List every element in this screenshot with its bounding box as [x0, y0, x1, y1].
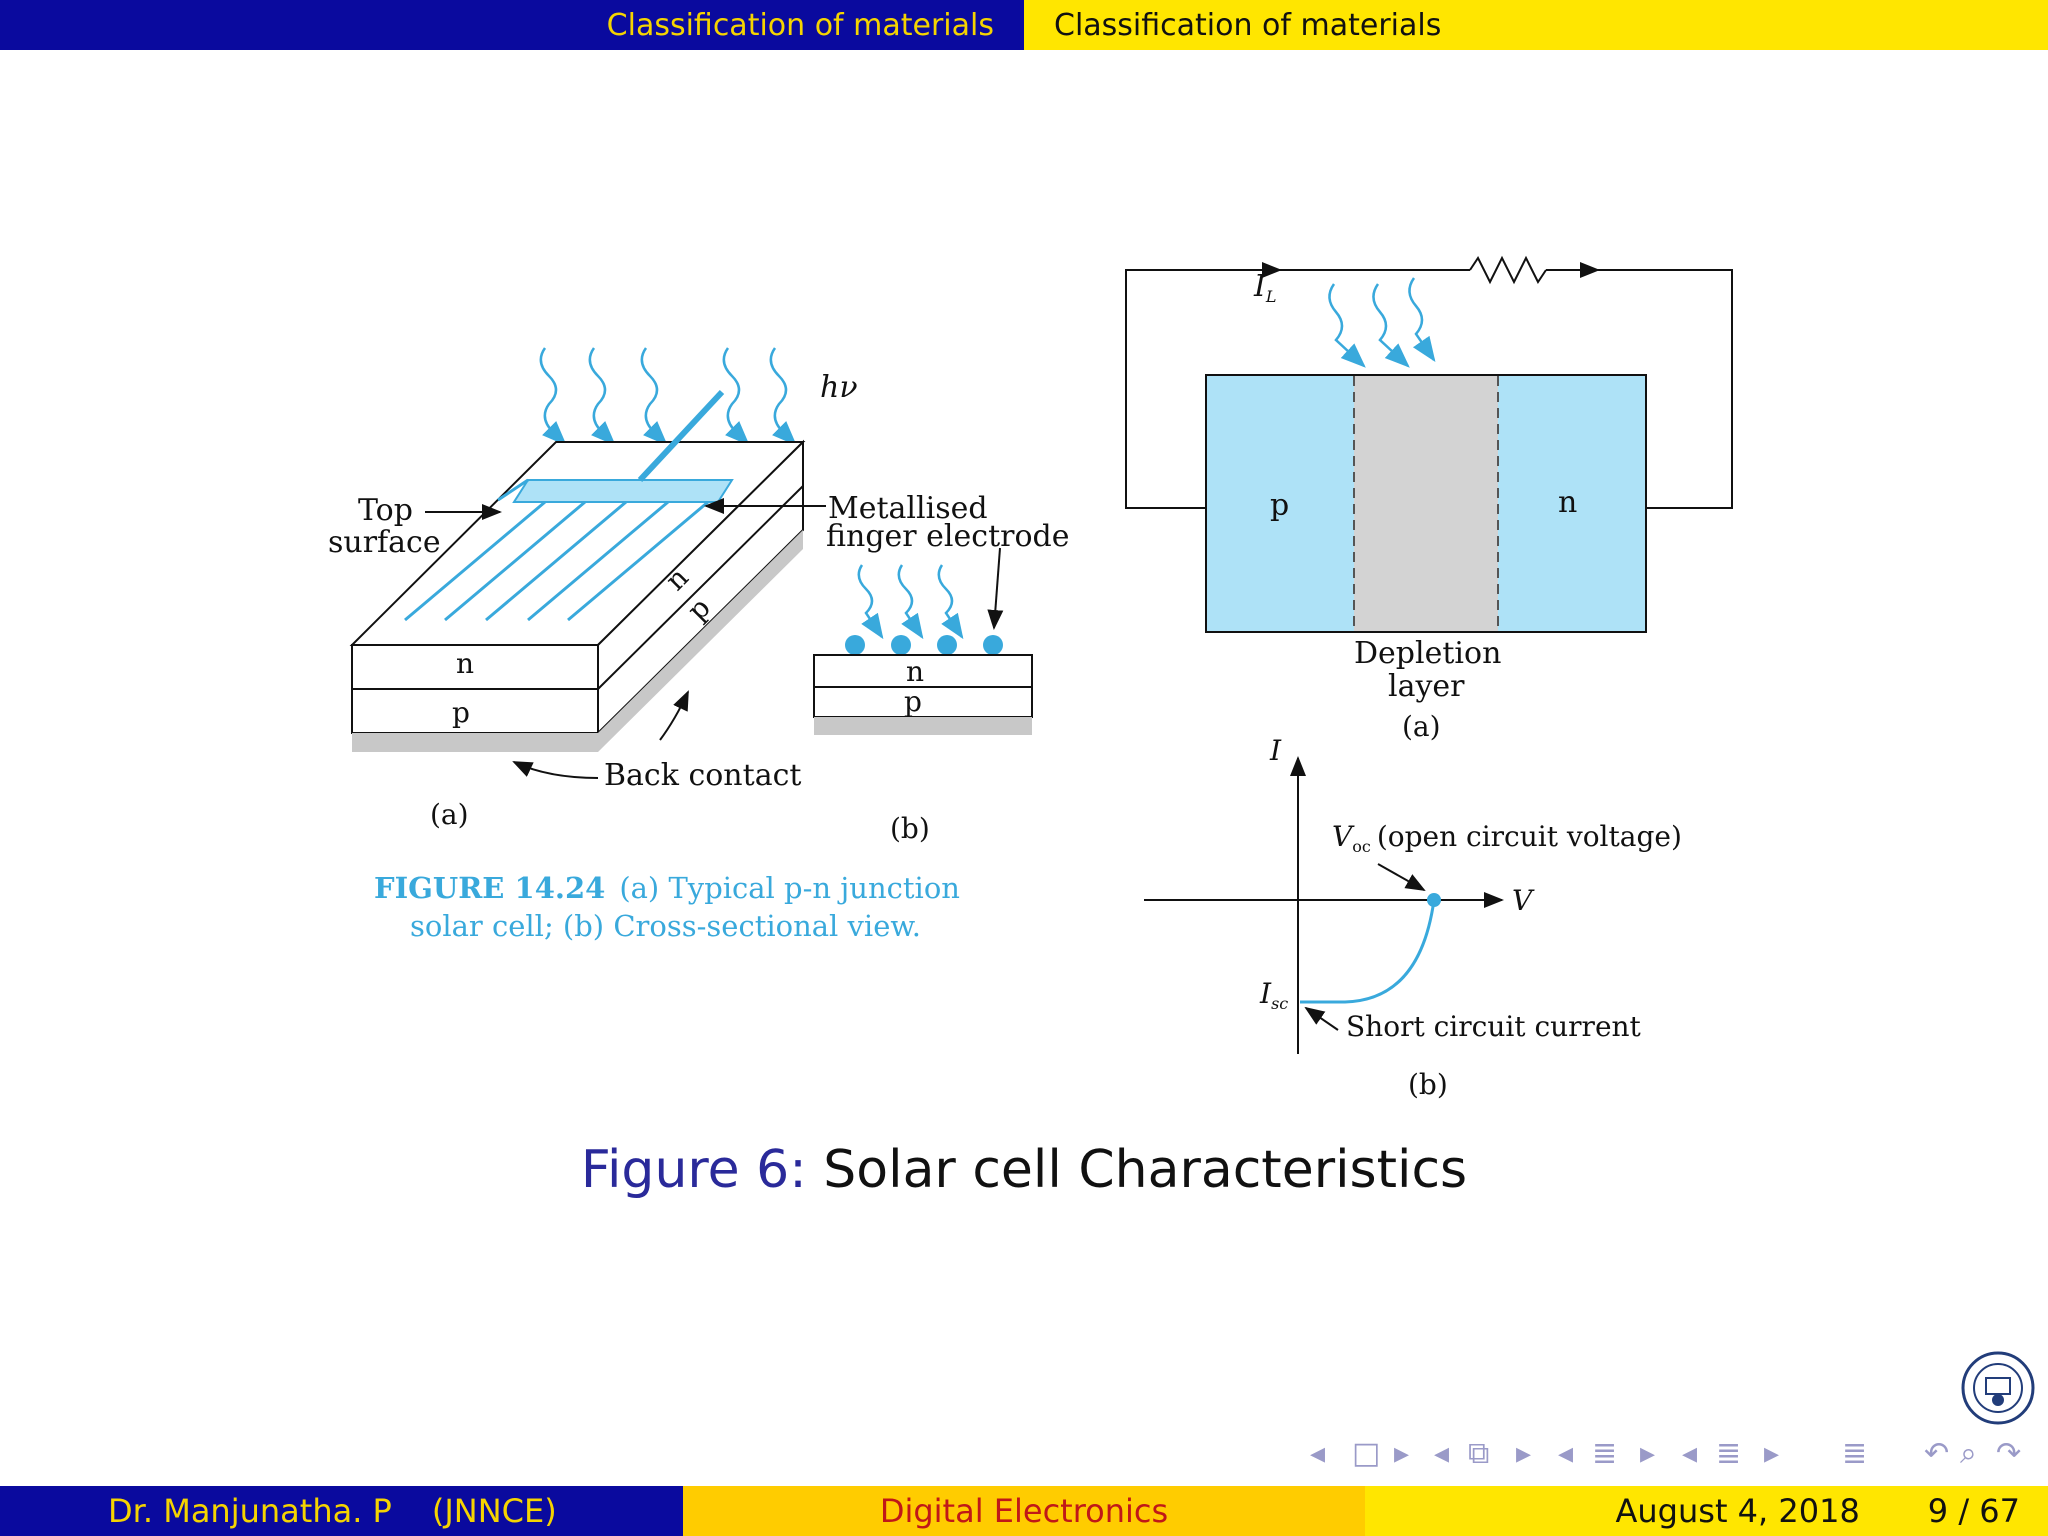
undo-icon[interactable]: ↷: [1996, 1436, 2022, 1471]
top-label: Top: [358, 493, 413, 528]
solar-cell-3d-diagram: hν Top surface Metallised finger electro…: [328, 347, 1070, 831]
light-rays-icon: [1328, 277, 1436, 368]
footer-date: August 4, 2018 9 / 67: [1365, 1486, 2048, 1536]
frame-icon[interactable]: □: [1352, 1436, 1381, 1471]
pn-circuit-diagram: IL p n Depletion layer (a): [1125, 255, 1733, 743]
subsection-icon[interactable]: ≣: [1592, 1436, 1618, 1471]
header-bar: Classification of materials Classificati…: [0, 0, 2048, 50]
figure-1424-caption: FIGURE 14.24(a) Typical p-n junction: [374, 871, 960, 905]
finger-electrode-label: finger electrode: [826, 519, 1070, 554]
header-section-right[interactable]: Classification of materials: [1024, 0, 2048, 50]
p-region-label: p: [1270, 488, 1289, 523]
depletion-label: Depletion: [1354, 636, 1501, 671]
college-logo-icon: [1961, 1351, 2035, 1425]
fig-right-b-label: (b): [1408, 1068, 1448, 1101]
hv-label: hν: [820, 370, 858, 405]
frame-stack-icon[interactable]: ⧉: [1468, 1436, 1490, 1471]
left-arrow-icon[interactable]: ◂: [1310, 1436, 1326, 1471]
v-axis-label: V: [1512, 884, 1535, 917]
footer-bar: Dr. Manjunatha. P (JNNCE) Digital Electr…: [0, 1486, 2048, 1536]
back-contact-label: Back contact: [604, 758, 801, 793]
frame-next-icon[interactable]: ▸: [1516, 1436, 1532, 1471]
footer-author: Dr. Manjunatha. P (JNNCE): [0, 1486, 683, 1536]
section-prev-icon[interactable]: ◂: [1682, 1436, 1698, 1471]
il-label: IL: [1253, 269, 1276, 306]
section-icon[interactable]: ≣: [1716, 1436, 1742, 1471]
subsection-next-icon[interactable]: ▸: [1640, 1436, 1656, 1471]
header-section-left[interactable]: Classification of materials: [0, 0, 1024, 50]
search-icon[interactable]: ⌕: [1960, 1436, 1977, 1471]
right-arrow-icon[interactable]: ▸: [1394, 1436, 1410, 1471]
fig-a-label: (a): [430, 798, 469, 831]
isc-label: Isc: [1259, 977, 1288, 1013]
n-region-label: n: [1558, 485, 1577, 520]
footer-title: Digital Electronics: [683, 1486, 1365, 1536]
cross-section-diagram: n p (b): [813, 547, 1033, 845]
frame-prev-icon[interactable]: ◂: [1434, 1436, 1450, 1471]
subsection-prev-icon[interactable]: ◂: [1558, 1436, 1574, 1471]
layer-label: layer: [1388, 669, 1465, 704]
cross-n-label: n: [906, 655, 924, 688]
light-rays-icon: [539, 347, 797, 446]
iv-characteristic-graph: I V Voc(open circuit voltage) Isc Short …: [1144, 734, 1682, 1101]
section-next-icon[interactable]: ▸: [1764, 1436, 1780, 1471]
back-icon[interactable]: ↶: [1924, 1436, 1950, 1471]
front-n-label: n: [456, 647, 474, 680]
align-icon[interactable]: ≣: [1842, 1436, 1868, 1471]
fig-right-a-label: (a): [1402, 710, 1441, 743]
fig-b-label: (b): [890, 812, 930, 845]
surface-label: surface: [328, 525, 441, 560]
page-number: 9 / 67: [1927, 1492, 2020, 1530]
short-circuit-label: Short circuit current: [1346, 1010, 1642, 1043]
figure-caption: Figure 6: Solar cell Characteristics: [580, 1140, 1468, 1200]
cross-p-label: p: [904, 685, 922, 718]
front-p-label: p: [452, 696, 470, 729]
metallised-label: Metallised: [828, 491, 988, 526]
figure-1424-caption-line2: solar cell; (b) Cross-sectional view.: [410, 909, 921, 943]
i-axis-label: I: [1269, 734, 1282, 767]
voc-label: Voc(open circuit voltage): [1332, 820, 1682, 856]
resistor-icon: [1469, 255, 1547, 285]
